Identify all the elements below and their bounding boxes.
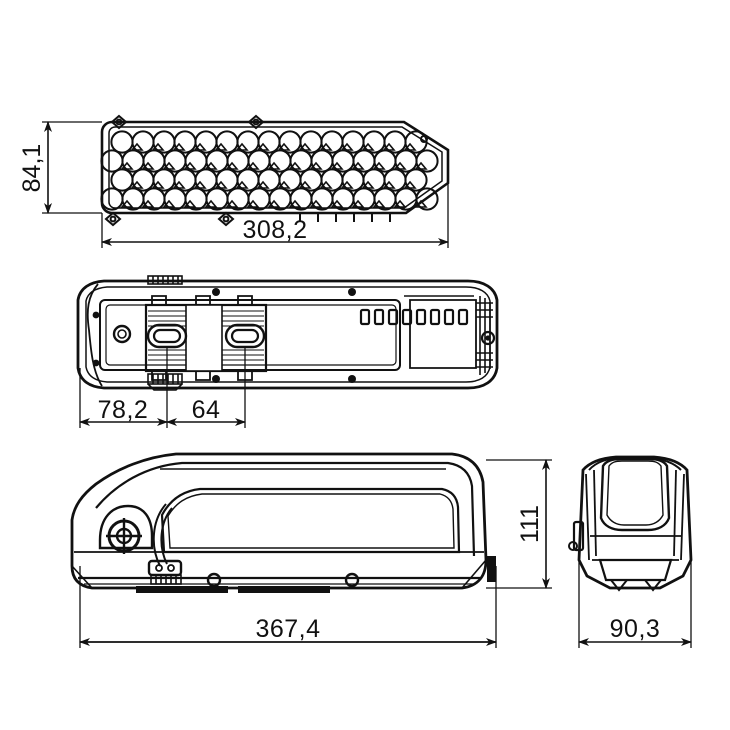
dimension-value-78-2: 78,2 [98,396,149,424]
left-round-boss [112,324,132,344]
bottom-screw-dots [92,288,356,383]
cell-row-1 [110,130,428,154]
dimension-value-64: 64 [192,396,221,424]
right-end-ribs [476,296,493,375]
end-profile-outline [577,455,693,590]
bottom-mounting-view [76,275,499,391]
end-rail-notch-left [610,579,628,592]
dimension-value-84-1: 84,1 [18,144,46,193]
key-lock-housing [98,504,154,550]
cell-holder-screw-bosses [104,114,428,227]
dimension-height-111: 111 [486,459,552,589]
end-side-latch [568,520,585,552]
bottom-mount-rail [136,586,330,593]
end-rail-bracket [598,558,673,582]
mounting-slot-right-inner [230,328,260,344]
dimension-height-84-1: 84,1 [18,121,102,214]
cell-holder-inner-outline [108,126,443,209]
mounting-slot-left-outer [146,323,188,349]
side-body-outline [70,452,488,590]
charging-port-pin-2 [167,564,175,572]
mounting-slot-right-outer [224,323,266,349]
right-panel [409,299,477,369]
end-top-recess-inner [606,460,664,526]
rail-center-gap [185,304,223,372]
vent-slots [359,308,469,326]
mounting-slot-left-inner [152,328,182,344]
right-end-tab [487,556,496,582]
side-elevation-view [70,452,496,593]
end-side-walls [585,469,685,561]
end-latch-pin [568,541,578,551]
dimension-pitch-64: 64 [166,348,246,428]
nose-contour-left [86,283,103,387]
cell-holder-top-view [100,114,450,227]
cell-holder-webs [120,142,428,208]
top-deck-contour [95,461,476,557]
dimension-value-90-3: 90,3 [610,615,661,643]
dimension-length-367-4: 367,4 [79,566,497,648]
connector-comb-bottom [147,373,183,391]
end-rail-notch-right [644,579,662,592]
side-screw-holes [206,572,360,588]
harness-cable-inner [160,507,173,565]
charging-port-pin-1 [155,564,163,572]
side-window-recess-inner [167,493,455,549]
dimension-value-367-4: 367,4 [255,615,320,643]
mounting-slots [146,323,266,349]
dimension-value-308-2: 308,2 [242,216,307,244]
right-chamfer [461,559,487,589]
dimension-width-90-3: 90,3 [578,560,692,648]
cell-holder-pins [299,213,391,222]
connector-comb-top [147,275,183,285]
left-chamfer [71,565,93,589]
fuse-holder [150,574,182,585]
dimension-offset-78-2: 78,2 [79,348,168,428]
end-latch-body [572,520,585,552]
right-end-port-pin [485,335,491,341]
dimension-length-308-2: 308,2 [101,183,449,248]
bottom-shell-outline [76,279,499,390]
key-lock [98,504,154,554]
end-elevation-view [568,455,693,592]
dimension-value-111: 111 [516,505,544,543]
end-top-recess [599,457,671,532]
right-end-port [480,330,496,346]
left-round-boss-hole [117,329,127,339]
side-window-recess [160,487,461,554]
